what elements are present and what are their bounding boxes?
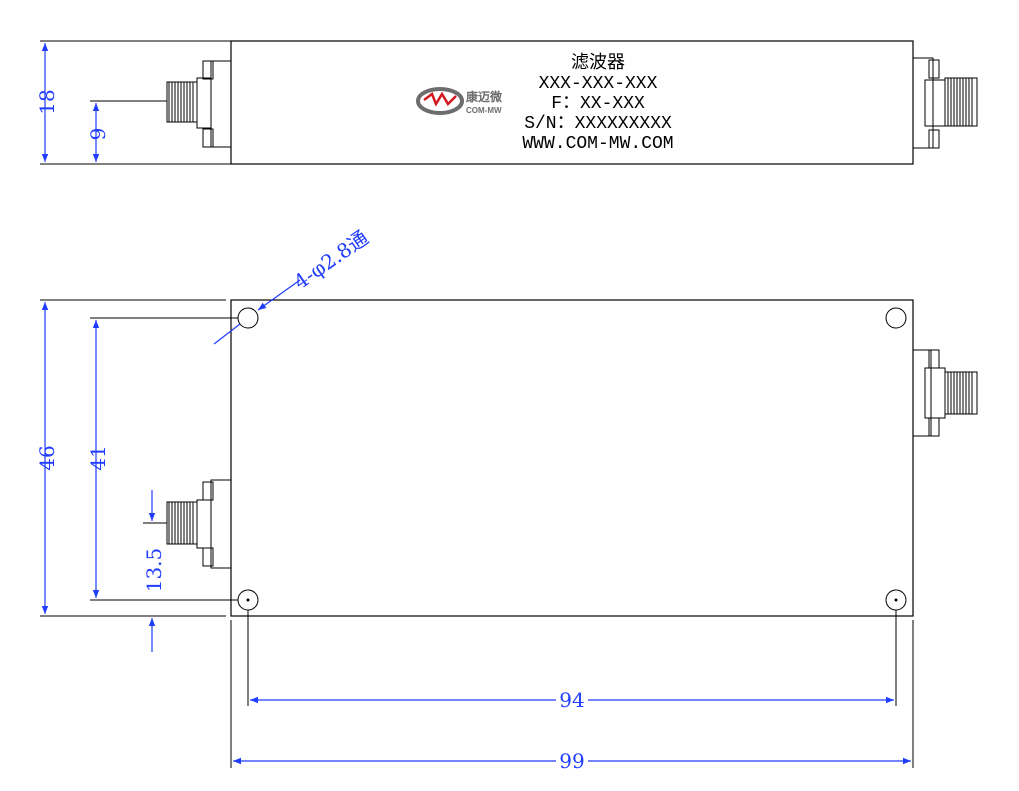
top-view-body [230, 299, 914, 617]
logo-english-name: COM-MW [466, 106, 502, 115]
top-left-connector [166, 479, 232, 569]
side-connector-height-label: 9 [86, 128, 110, 141]
label-frequency: F：XX-XXX [551, 94, 645, 114]
hole-spacing-horizontal-label: 94 [559, 688, 584, 712]
company-logo: 康迈微 COM-MW [416, 87, 503, 115]
side-height-dimension: 18 [35, 40, 231, 165]
top-right-connector [912, 349, 978, 437]
total-length-dimension: 99 [230, 620, 914, 773]
connector-offset-dimension: 13.5 [142, 490, 167, 652]
logo-chinese-name: 康迈微 [466, 89, 503, 104]
label-serial: S/N：XXXXXXXXX [524, 114, 672, 134]
hole-spacing-vertical-label: 41 [86, 445, 110, 470]
logo-ring-icon [416, 87, 464, 115]
hole-spacing-vertical-dimension: 41 [86, 317, 238, 601]
side-right-connector [912, 57, 978, 149]
logo-wave-icon [423, 91, 457, 107]
total-length-label: 99 [559, 749, 584, 773]
top-height-dimension: 46 [35, 299, 226, 617]
top-view: 4-φ2.8通 46 41 13.5 94 [35, 226, 978, 773]
product-label: 滤波器 XXX-XXX-XXX F：XX-XXX S/N：XXXXXXXXX W… [522, 52, 673, 154]
top-height-label: 46 [35, 445, 59, 470]
side-connector-height-dimension: 9 [86, 100, 167, 162]
mounting-hole-top-right [885, 307, 907, 329]
side-view: 康迈微 COM-MW 滤波器 XXX-XXX-XXX F：XX-XXX S/N：… [35, 40, 978, 165]
mounting-hole-label: 4-φ2.8通 [289, 226, 373, 295]
side-height-label: 18 [35, 89, 59, 114]
label-product-type: 滤波器 [571, 52, 625, 73]
mounting-hole-top-left [237, 307, 259, 329]
label-model: XXX-XXX-XXX [539, 74, 658, 94]
hole-spacing-horizontal-dimension: 94 [247, 610, 897, 712]
side-left-connector [166, 60, 232, 148]
label-website: WWW.COM-MW.COM [522, 134, 673, 154]
connector-offset-label: 13.5 [142, 548, 166, 593]
mounting-hole-callout: 4-φ2.8通 [213, 226, 373, 345]
